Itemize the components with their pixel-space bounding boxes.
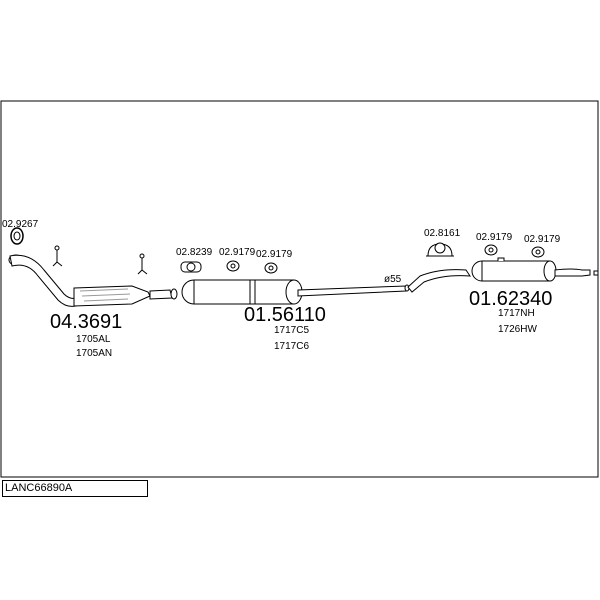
pipe-dimension: ø55: [384, 274, 402, 285]
rear-silencer-ref-2: 1726HW: [498, 324, 537, 335]
front-hanger-2-icon[interactable]: [137, 253, 148, 275]
hanger-d-icon[interactable]: [531, 246, 545, 258]
front-pipe-icon[interactable]: [8, 254, 178, 307]
hanger-b-code: 02.9179: [256, 249, 293, 260]
rear-silencer-icon[interactable]: [407, 257, 599, 293]
clamp-a-code: 02.8239: [176, 247, 213, 258]
model-label: LANC66890A: [2, 480, 148, 497]
front-hanger-1-icon[interactable]: [52, 245, 63, 267]
hanger-c-code: 02.9179: [476, 232, 513, 243]
rear-silencer-code: 01.62340: [469, 288, 552, 310]
middle-silencer-icon[interactable]: [181, 279, 410, 305]
middle-silencer-code: 01.56110: [244, 304, 326, 326]
hanger-c-icon[interactable]: [484, 244, 498, 256]
middle-silencer-ref-1: 1717C5: [274, 325, 309, 336]
gasket-front-icon[interactable]: [10, 227, 24, 245]
gasket-front-code: 02.9267: [2, 219, 39, 230]
front-pipe-ref-2: 1705AN: [76, 348, 112, 359]
hanger-a-code: 02.9179: [219, 247, 256, 258]
clamp-b-icon[interactable]: [426, 242, 454, 257]
hanger-a-icon[interactable]: [226, 260, 240, 272]
clamp-a-icon[interactable]: [180, 261, 202, 273]
middle-silencer-ref-2: 1717C6: [274, 341, 309, 352]
front-pipe-ref-1: 1705AL: [76, 334, 111, 345]
diagram-frame: [0, 100, 599, 478]
hanger-d-code: 02.9179: [524, 234, 561, 245]
rear-silencer-ref-1: 1717NH: [498, 308, 535, 319]
clamp-b-code: 02.8161: [424, 228, 461, 239]
front-pipe-code: 04.3691: [50, 311, 122, 333]
hanger-b-icon[interactable]: [264, 262, 278, 274]
